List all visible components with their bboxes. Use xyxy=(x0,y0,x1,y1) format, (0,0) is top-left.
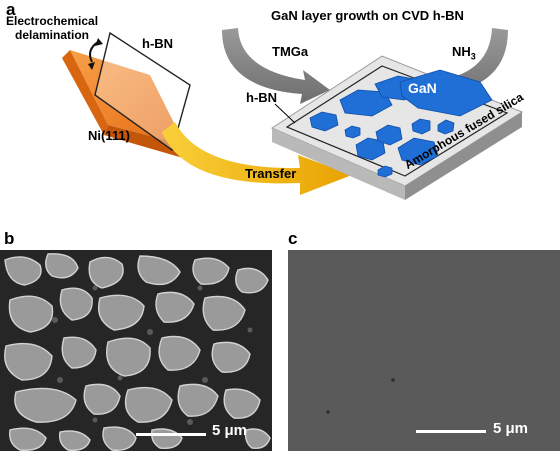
electrochemical-label: Electrochemical delamination xyxy=(6,14,98,42)
hbn-top-label: h-BN xyxy=(142,36,174,51)
transfer-label: Transfer xyxy=(245,166,297,181)
panel-b-letter: b xyxy=(4,229,15,248)
transfer-arrow xyxy=(162,122,352,195)
panel-c-letter: c xyxy=(288,229,298,248)
nickel-foil xyxy=(62,50,185,158)
tmga-arrow xyxy=(222,28,330,104)
nh3-subscript: 3 xyxy=(470,51,476,62)
nh3-label: NH3 xyxy=(452,44,476,62)
electrochemical-line-1: Electrochemical xyxy=(6,14,99,28)
hbn-pointer-line xyxy=(274,103,296,124)
electrochemical-line-2: delamination xyxy=(15,28,90,42)
panel-a-letter: a xyxy=(6,0,16,19)
sem-image-c: 5 μm xyxy=(288,250,560,451)
scalebar-c xyxy=(416,430,486,433)
smooth-surface-texture xyxy=(288,250,560,451)
nh3-text: NH xyxy=(452,44,471,59)
gan-islands xyxy=(309,69,493,178)
gan-label: GaN xyxy=(408,80,437,96)
panel-a-schematic xyxy=(62,28,524,200)
panel-a-title: GaN layer growth on CVD h-BN xyxy=(271,8,464,23)
hbn-substrate-label: h-BN xyxy=(246,90,278,105)
scalebar-b xyxy=(136,433,206,436)
scalebar-c-label: 5 μm xyxy=(493,420,529,437)
tmga-label: TMGa xyxy=(272,44,309,59)
scalebar-b-label: 5 μm xyxy=(212,422,248,439)
gan-grains-texture xyxy=(0,250,272,451)
hbn-film xyxy=(94,31,191,152)
ni-label: Ni(111) xyxy=(88,128,130,143)
sem-image-b: 5 μm xyxy=(0,250,272,451)
